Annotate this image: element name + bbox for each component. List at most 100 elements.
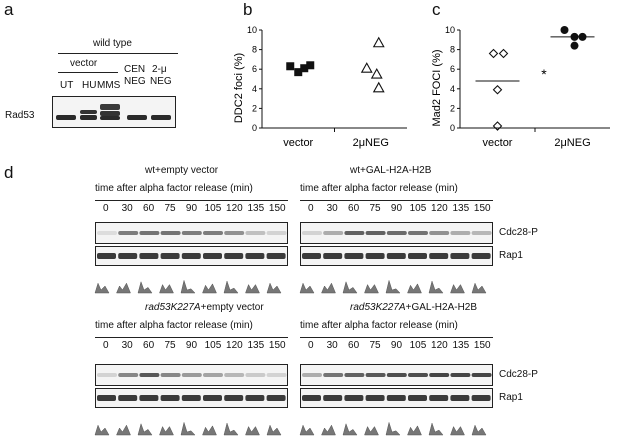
blot-band <box>365 373 386 377</box>
block-separator <box>95 200 288 201</box>
timepoint-label: 30 <box>326 203 338 214</box>
blot-band <box>224 373 245 377</box>
blot-band <box>181 231 202 235</box>
blot-band <box>118 373 139 377</box>
data-point <box>370 67 383 79</box>
facs-peak <box>450 283 465 294</box>
blot-band <box>429 395 449 401</box>
block-subtitle: time after alpha factor release (min) <box>300 183 458 194</box>
data-point <box>560 26 569 34</box>
timepoint-label: 105 <box>409 340 427 351</box>
timepoint-label: 0 <box>307 203 314 214</box>
timepoint-label: 120 <box>431 203 448 214</box>
blot-band <box>97 253 116 259</box>
c-y-tick-label: 6 <box>450 64 455 74</box>
blot-band <box>302 395 321 401</box>
blot-band <box>203 253 222 259</box>
chart-b-ylabel: DDC2 foci (%) <box>233 53 245 123</box>
facs-peak <box>407 283 422 294</box>
blot-band <box>245 231 266 235</box>
block-title: rad53K227A+GAL-H2A-H2B <box>350 302 477 313</box>
lane-label-ut: UT <box>60 80 74 91</box>
facs-peak <box>245 283 260 294</box>
timepoint-label: 75 <box>164 203 176 214</box>
timepoint-label: 60 <box>348 203 360 214</box>
blot-band <box>266 373 287 377</box>
data-point <box>360 62 373 73</box>
facs-peak <box>116 282 131 294</box>
blot-band <box>365 395 385 401</box>
facs-peak <box>180 421 196 436</box>
blot-band <box>429 231 450 235</box>
block-title-text: wt+GAL-H2A-H2B <box>350 165 432 176</box>
blot-band <box>266 231 287 235</box>
blot-band <box>118 395 138 401</box>
rad53-blot <box>52 96 176 128</box>
blot-band <box>302 231 322 235</box>
cen-neg-label: NEG <box>124 76 146 87</box>
facs-peak <box>342 422 358 436</box>
facs-peak <box>137 422 153 436</box>
timepoint-label: 90 <box>185 203 198 214</box>
timepoint-label: 135 <box>452 203 470 214</box>
timepoint-label: 75 <box>369 340 381 351</box>
facs-peak <box>159 283 174 294</box>
blot-band <box>139 253 159 259</box>
blot-band <box>344 373 365 377</box>
blot-band <box>471 373 492 377</box>
data-point <box>488 48 499 59</box>
two-mu-label: 2-μ <box>152 64 167 75</box>
rap1-blot <box>95 388 288 408</box>
rad53-label: Rad53 <box>5 110 35 121</box>
timepoint-label: 30 <box>121 203 133 214</box>
data-point <box>372 81 385 93</box>
timepoint-label: 90 <box>390 203 403 214</box>
blot-band <box>160 373 181 377</box>
timepoint-label: 150 <box>268 203 286 214</box>
blot-band <box>160 253 180 259</box>
blot-band <box>386 395 406 401</box>
blot-band <box>344 231 365 235</box>
block-subtitle: time after alpha factor release (min) <box>300 320 458 331</box>
timepoint-label: 90 <box>390 340 403 351</box>
facs-peak <box>202 283 217 294</box>
blot-band <box>97 373 117 377</box>
block-subtitle: time after alpha factor release (min) <box>95 320 253 331</box>
blot-band <box>323 373 344 377</box>
b-y-tick-label: 10 <box>247 25 257 35</box>
wild-type-line <box>58 53 178 54</box>
timepoint-label: 135 <box>247 203 265 214</box>
blot-band <box>224 395 244 401</box>
panel-letter-b: b <box>243 0 253 19</box>
facs-peak <box>266 282 282 294</box>
blot-band <box>450 253 470 259</box>
data-point <box>498 48 509 59</box>
rap1-blot <box>300 246 493 266</box>
vector-line <box>58 72 118 73</box>
facs-peak <box>180 279 196 294</box>
blot-band <box>386 373 407 377</box>
blot-band <box>224 253 244 259</box>
data-point <box>570 41 579 50</box>
facs-peak <box>321 282 336 294</box>
blot-band <box>429 253 449 259</box>
blot-band <box>181 253 201 259</box>
blot-band <box>386 231 407 235</box>
blot-band <box>429 373 450 377</box>
blot-band <box>139 373 160 377</box>
timepoint-label: 60 <box>143 340 155 351</box>
block-title-text: wt+empty vector <box>145 165 219 176</box>
timepoint-label: 0 <box>102 203 109 214</box>
facs-peak <box>364 283 379 294</box>
block-title: wt+GAL-H2A-H2B <box>350 165 431 176</box>
timepoint-label: 105 <box>204 203 222 214</box>
block-title: wt+empty vector <box>145 165 218 176</box>
block-title: rad53K227A+empty vector <box>145 302 264 313</box>
rap1-blot <box>300 388 493 408</box>
timepoint-label: 0 <box>307 340 314 351</box>
blot-band <box>450 395 470 401</box>
blot-band <box>408 253 427 259</box>
block-separator <box>300 337 493 338</box>
blot-band <box>344 395 364 401</box>
